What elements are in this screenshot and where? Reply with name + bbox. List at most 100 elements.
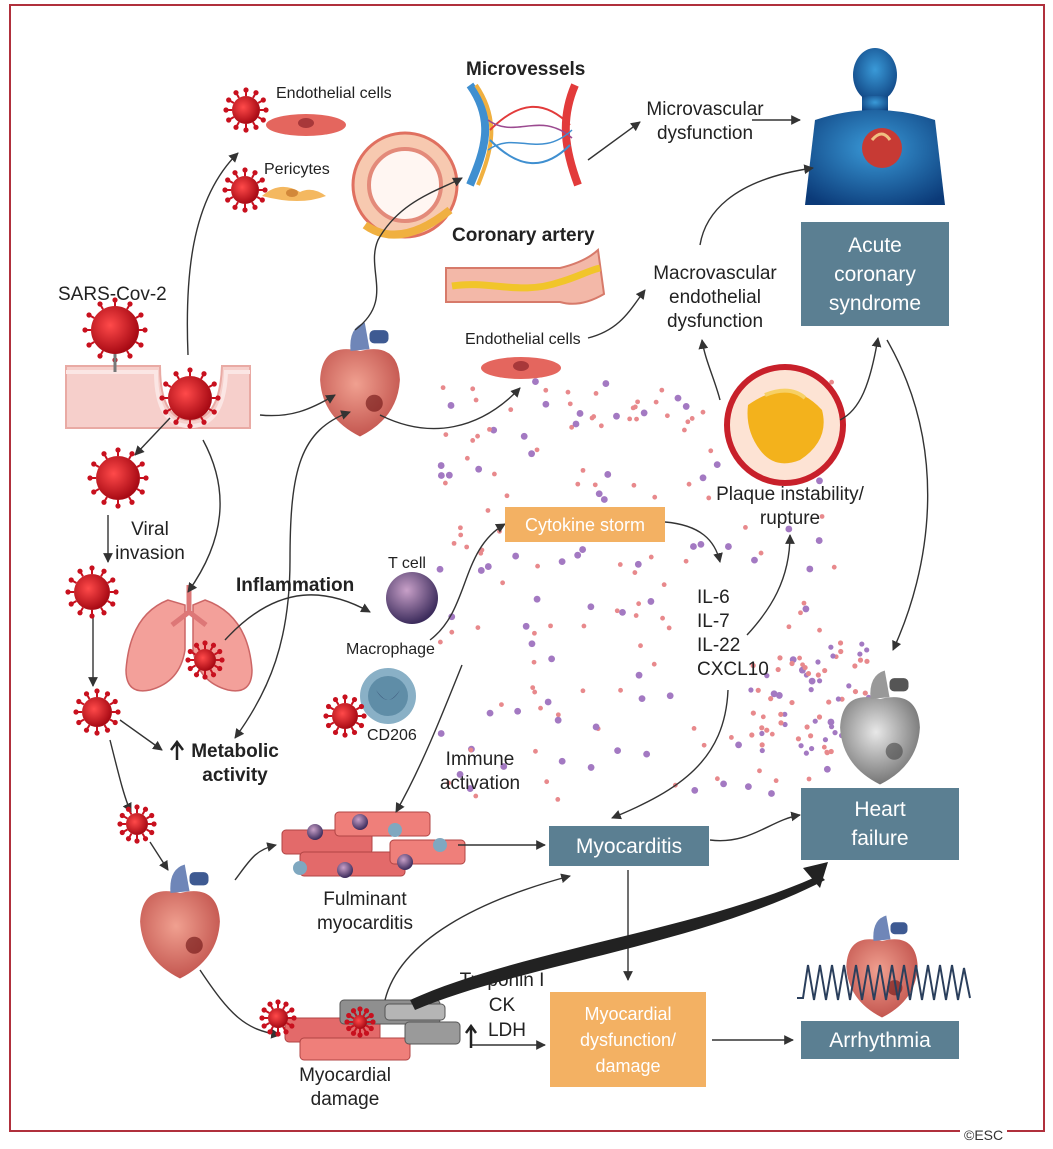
cytokine-particle [533, 595, 541, 603]
cytokine-particle [558, 558, 566, 566]
acs-line-1: Acute [848, 233, 902, 257]
cytokine-particle [859, 641, 865, 647]
cytokine-particle [808, 687, 814, 693]
cytokine-particle [660, 615, 665, 621]
t-cell-icon [386, 572, 438, 624]
cytokine-particle [473, 793, 479, 799]
cytokine-particle [683, 558, 689, 564]
cytokine-particle [473, 397, 479, 403]
cytokine-particle [437, 730, 445, 737]
cytokine-particle [614, 608, 620, 614]
cytokine-particle [554, 716, 562, 724]
cytokine-particle [769, 731, 775, 737]
viral-invasion-label: Viral invasion [110, 518, 190, 566]
cytokine-particle [499, 702, 504, 707]
cytokine-particle [652, 494, 658, 500]
cytokine-particle [532, 378, 539, 385]
copyright-notice: ©ESC [960, 1127, 1008, 1143]
plaque-icon [724, 364, 846, 486]
cytokine-particle [759, 730, 765, 737]
acute-coronary-syndrome-box: Acute coronary syndrome [801, 222, 949, 326]
cytokine-particle [508, 407, 514, 413]
cytokine-particle [535, 563, 540, 569]
cytokine-particle [533, 748, 538, 754]
virus-icon [73, 688, 121, 736]
cytokine-particle [785, 525, 793, 533]
cytokine-particle [697, 540, 705, 548]
cytokine-particle [815, 537, 823, 544]
cytokine-particle [808, 677, 816, 685]
cytokine-particle [700, 409, 706, 415]
cytokine-particle [775, 666, 781, 673]
cytokine-particle [555, 797, 561, 802]
cytokine-particle [750, 662, 756, 669]
cytokine-particle [466, 785, 474, 792]
virus-icon [65, 565, 119, 619]
up-arrow-metabolic [170, 739, 184, 760]
pericytes-label: Pericytes [264, 161, 330, 178]
cytokine-particle [749, 732, 755, 738]
cytokine-particle [614, 747, 622, 755]
cytokine-particle [538, 705, 543, 711]
cytokine-particle [635, 671, 643, 679]
cytokine-particle [659, 387, 665, 393]
cytokine-particle [803, 750, 809, 756]
cytokine-particle [487, 426, 492, 432]
cytokine-particle [589, 415, 595, 421]
cytokine-particle [685, 419, 691, 425]
cytokine-particle [864, 658, 870, 664]
cytokine-particle [802, 664, 808, 671]
cytokine-particle [580, 688, 586, 694]
cytokine-particle [701, 742, 707, 748]
cytokine-particle [798, 743, 804, 749]
myocardial-dysfunction-box: Myocardial dysfunction/ damage [550, 992, 706, 1087]
microvessels-label: Microvessels [466, 59, 586, 80]
cytokine-particle [647, 598, 655, 605]
biomarker-ck: CK [488, 995, 516, 1016]
virus-icon [344, 1006, 376, 1038]
cytokine-particle [816, 477, 823, 485]
cytokine-particle [830, 653, 836, 659]
immune-activation-label: Immune activation [425, 748, 535, 796]
cytokine-particle [832, 730, 838, 736]
cytokine-particle [682, 403, 690, 410]
cytokine-particle [764, 673, 770, 679]
cytokine-il6: IL-6 [697, 587, 730, 608]
cytokine-particle [699, 474, 707, 482]
cytokine-particle [804, 724, 810, 730]
cytokine-particle [651, 661, 657, 667]
cytokine-particle [543, 387, 549, 393]
pericyte-icon [262, 186, 326, 201]
cytokine-particle [548, 655, 556, 663]
cytokine-particle [835, 696, 841, 702]
cytokine-particle [773, 778, 779, 784]
metabolic-activity-label: Metabolic activity [180, 740, 290, 788]
cytokine-list: IL-6 IL-7 IL-22 CXCL10 [697, 586, 769, 682]
endothelial-cells-label: Endothelial cells [276, 85, 392, 102]
cytokine-particle [595, 490, 603, 498]
cytokine-particle [638, 643, 643, 649]
cytokine-particle [798, 610, 803, 616]
cytokine-particle [593, 391, 599, 396]
myocarditis-box: Myocarditis [549, 826, 709, 866]
vessel-cross-section-icon [351, 131, 459, 239]
viral-invasion-line-2: invasion [115, 543, 185, 564]
cytokine-particle [630, 405, 636, 411]
cytokine-particle [764, 727, 770, 733]
t-cell-label: T cell [388, 555, 426, 572]
cytokine-particle [587, 764, 595, 771]
cytokine-particle [743, 524, 748, 530]
cytokine-particle [448, 613, 456, 621]
cytokine-particle [587, 603, 595, 611]
cytokine-particle [574, 551, 582, 559]
myocardial-damage-line-1: Myocardial [299, 1065, 391, 1086]
cytokine-particle [862, 690, 868, 696]
cytokine-particle [837, 640, 844, 646]
cytokine-particle [789, 660, 795, 667]
cytokine-particle [824, 750, 830, 756]
cytokine-particle [806, 565, 814, 573]
heart-icon [840, 670, 920, 785]
cytokine-particle [475, 433, 480, 439]
cytokine-particle [576, 410, 584, 417]
cytokine-particle [725, 543, 732, 550]
